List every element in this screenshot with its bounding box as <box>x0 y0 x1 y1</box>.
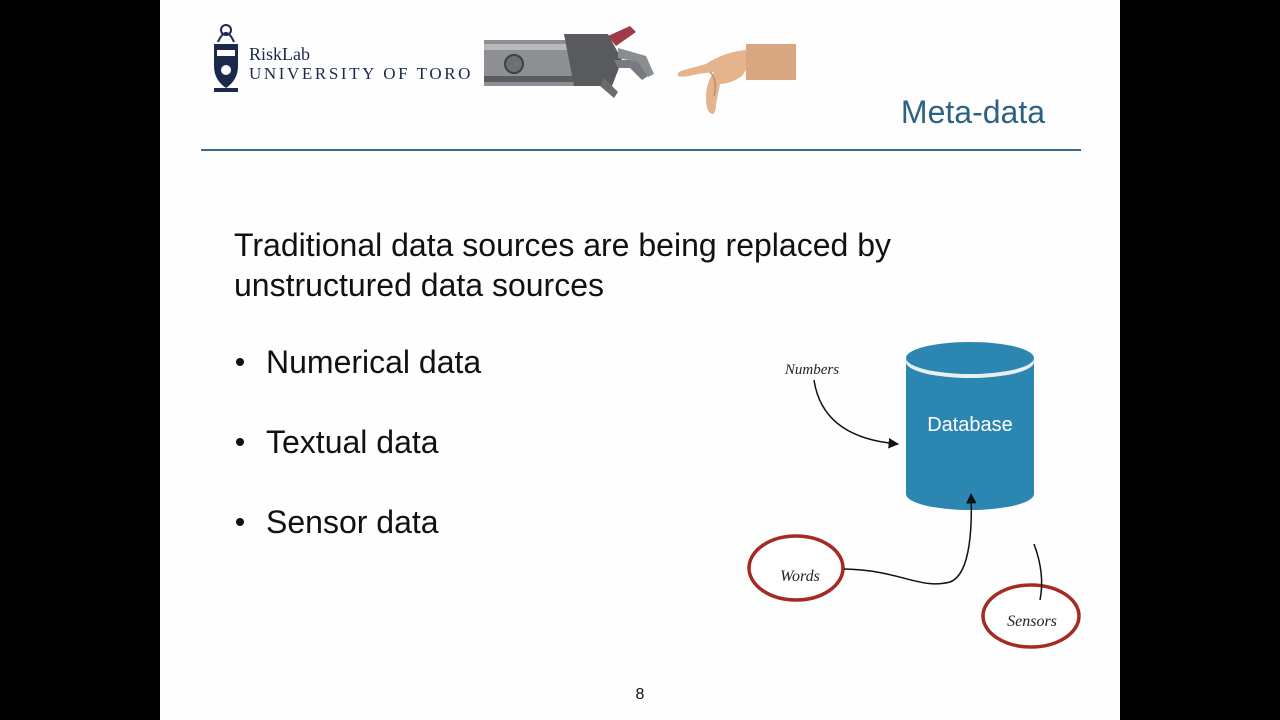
bullet-item: Textual data <box>234 422 481 502</box>
database-label: Database <box>927 414 1013 436</box>
sensors-label: Sensors <box>1007 613 1057 630</box>
numbers-label: Numbers <box>784 362 839 378</box>
words-circle <box>747 534 845 602</box>
org-university: UNIVERSITY OF TORO <box>249 64 474 83</box>
page-number: 8 <box>635 686 645 703</box>
database-diagram: Database Numbers Words Sensors <box>747 342 1081 649</box>
slide-title: Meta-data <box>900 94 1045 130</box>
lead-text: Traditional data sources are being repla… <box>234 227 891 303</box>
database-cylinder <box>906 342 1034 510</box>
bullet-text: Textual data <box>266 424 439 460</box>
title-divider <box>201 149 1081 151</box>
slide: RiskLab UNIVERSITY OF TORO Meta-data Tra… <box>160 0 1120 720</box>
words-label: Words <box>780 568 820 585</box>
bullet-item: Numerical data <box>234 342 481 422</box>
robot-human-hands-image <box>484 26 796 114</box>
words-arrow <box>843 492 977 585</box>
sensors-circle <box>981 583 1081 649</box>
bullet-list: Numerical data Textual data Sensor data <box>234 342 481 582</box>
bullet-dot-icon <box>236 438 244 446</box>
sensors-line <box>1033 543 1043 601</box>
numbers-arrow <box>813 379 900 449</box>
university-crest-icon <box>214 24 238 92</box>
bullet-text: Sensor data <box>266 504 439 540</box>
bullet-dot-icon <box>236 518 244 526</box>
bullet-dot-icon <box>236 358 244 366</box>
org-name: RiskLab <box>249 44 310 64</box>
bullet-text: Numerical data <box>266 344 482 380</box>
bullet-item: Sensor data <box>234 502 481 582</box>
